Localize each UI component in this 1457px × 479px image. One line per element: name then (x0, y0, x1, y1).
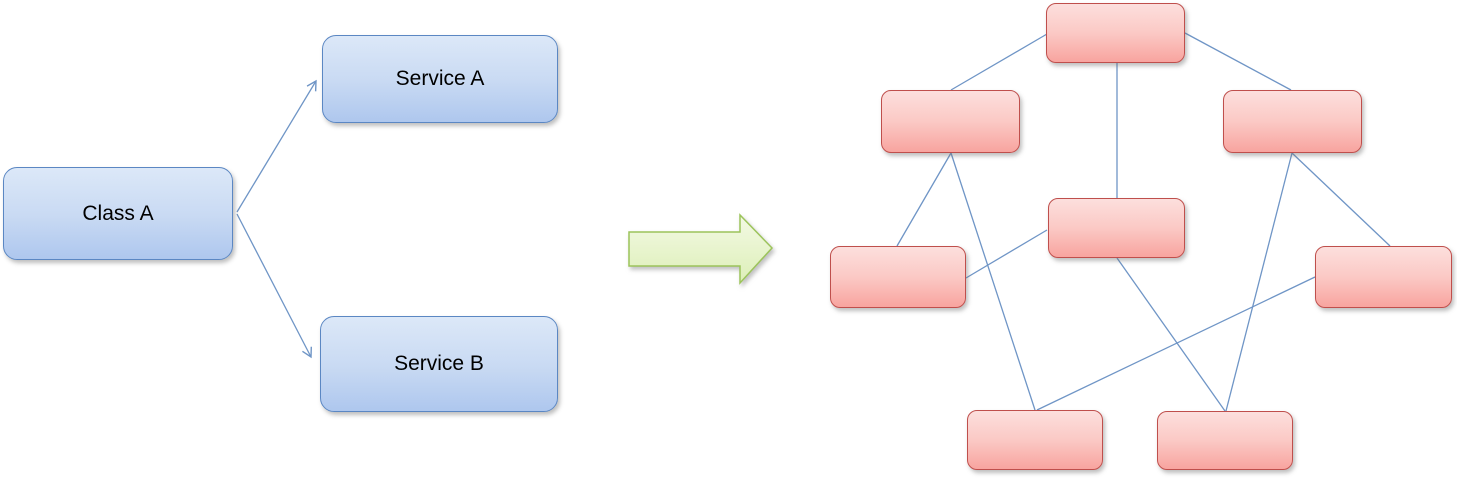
node-service-b: Service B (320, 316, 558, 412)
arrow-class-a-to-service-b (236, 213, 313, 359)
edge-n1-n2 (950, 33, 1048, 91)
node-service-a-label: Service A (395, 67, 485, 90)
edge-n2-n5 (896, 152, 952, 247)
network-node-n5 (830, 246, 966, 308)
edge-n4-n8 (1116, 257, 1226, 412)
network-node-n8 (1157, 411, 1293, 470)
arrow-class-a-to-service-a (236, 79, 317, 213)
edge-n3-n8 (1225, 152, 1293, 412)
network-node-n7 (967, 410, 1103, 470)
network-edges (896, 32, 1391, 412)
edge-n7-n6 (1036, 276, 1316, 411)
edge-n2-n7 (950, 152, 1036, 411)
left-diagram-arrows (236, 79, 317, 359)
node-class-a: Class A (3, 167, 233, 260)
node-service-a: Service A (322, 35, 558, 123)
edge-n3-n6 (1291, 152, 1391, 247)
network-node-n1 (1046, 3, 1185, 63)
network-node-n3 (1223, 90, 1362, 153)
edge-n5-n4 (965, 229, 1048, 279)
node-service-b-label: Service B (394, 352, 484, 375)
edge-n1-n3 (1184, 32, 1292, 91)
network-node-n2 (881, 90, 1020, 153)
transform-arrow-right-icon (628, 213, 774, 285)
network-node-n6 (1315, 246, 1452, 308)
network-node-n4 (1048, 198, 1185, 258)
node-class-a-label: Class A (82, 201, 154, 225)
